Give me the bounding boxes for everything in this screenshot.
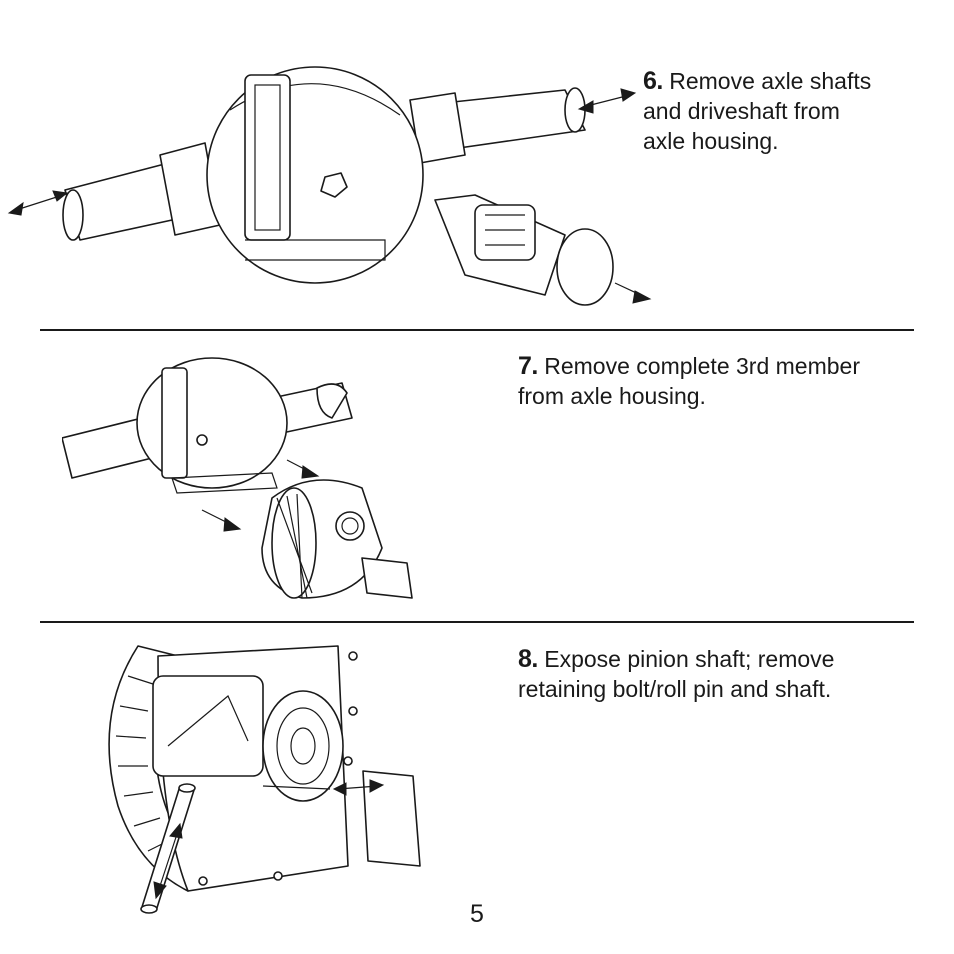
- step-8: 8. Expose pinion shaft; remove retaining…: [518, 644, 834, 704]
- step-text-line: retaining bolt/roll pin and shaft.: [518, 676, 832, 702]
- step-text-line: Expose pinion shaft; remove: [544, 646, 835, 672]
- step-text-line: and driveshaft from: [643, 98, 840, 124]
- axle-housing-illustration: [5, 35, 655, 310]
- step-text-line: Remove complete 3rd member: [544, 353, 860, 379]
- step-text-line: from axle housing.: [518, 383, 706, 409]
- third-member-illustration: [62, 348, 422, 613]
- divider-rule: [40, 329, 914, 331]
- pinion-shaft-illustration: [98, 636, 423, 921]
- step-text-line: axle housing.: [643, 128, 779, 154]
- step-number: 6.: [643, 67, 663, 95]
- step-6: 6. Remove axle shafts and driveshaft fro…: [643, 66, 871, 156]
- step-number: 8.: [518, 645, 538, 673]
- step-text-line: Remove axle shafts: [669, 68, 872, 94]
- step-number: 7.: [518, 352, 538, 380]
- page-number: 5: [470, 900, 484, 928]
- step-7: 7. Remove complete 3rd member from axle …: [518, 351, 860, 411]
- divider-rule: [40, 621, 914, 623]
